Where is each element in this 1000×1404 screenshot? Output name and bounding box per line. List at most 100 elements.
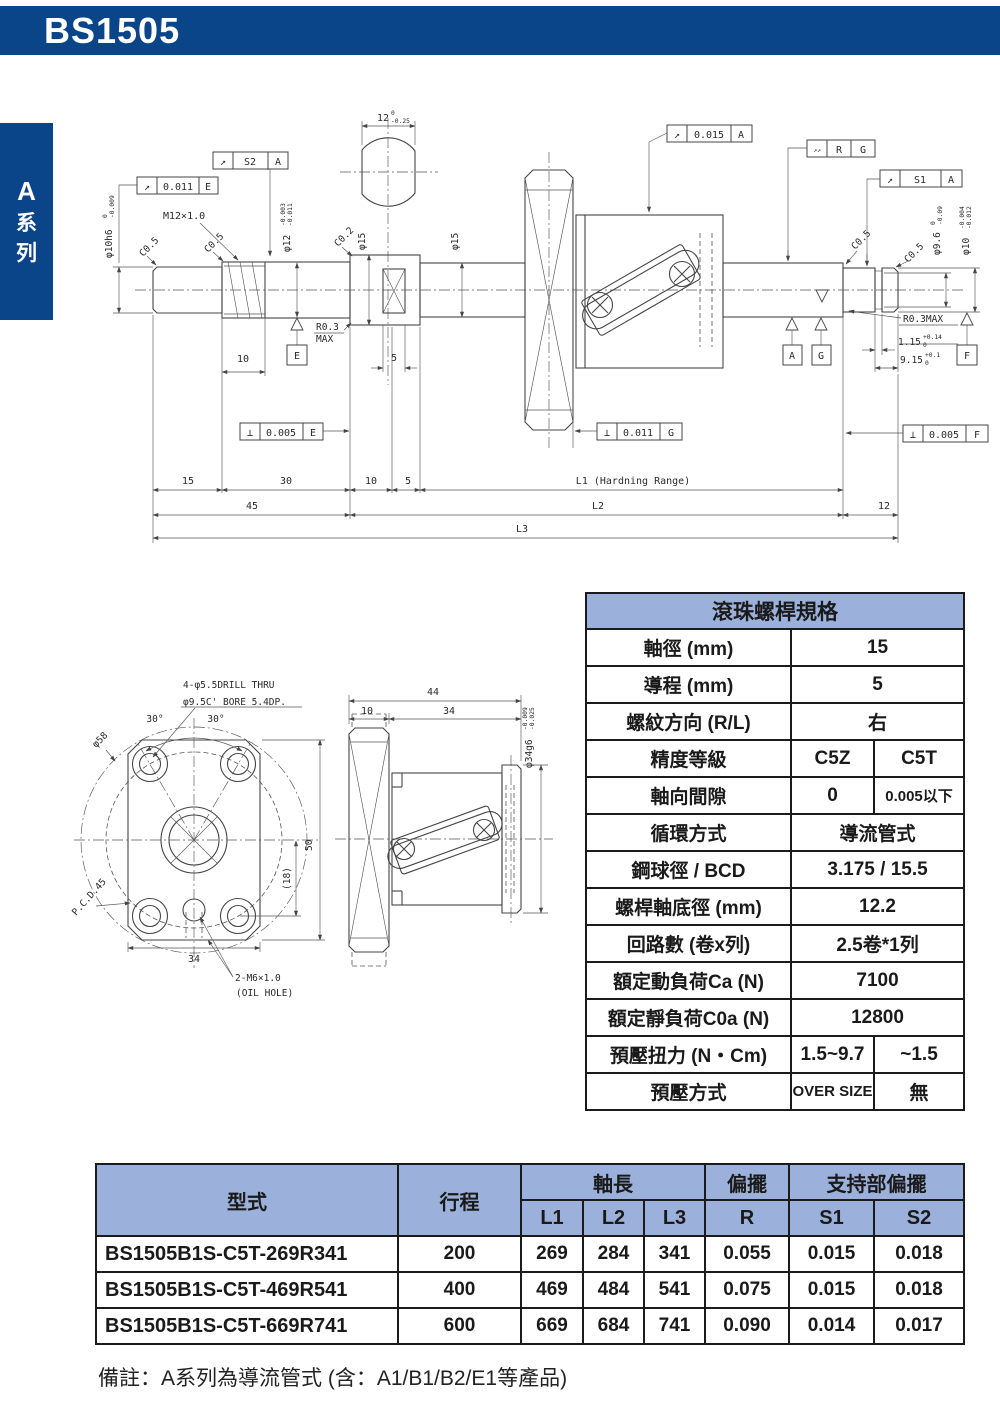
spec-value: 無 xyxy=(872,1072,966,1111)
dim-across-flats: 12 xyxy=(377,113,389,124)
model-number: BS1505B1S-C5T-269R341 xyxy=(95,1235,399,1273)
svg-text:A: A xyxy=(789,351,795,362)
svg-text:-0.009: -0.009 xyxy=(109,195,116,218)
svg-text:φ58: φ58 xyxy=(90,730,110,750)
svg-text:0: 0 xyxy=(102,214,109,218)
svg-text:φ15: φ15 xyxy=(357,233,368,250)
ballscrew-spec-table: 滾珠螺桿規格 軸徑 (mm)15 導程 (mm)5 螺紋方向 (R/L)右 精度… xyxy=(584,592,966,1111)
flange-annotations: 4-φ5.5DRILL THRU φ9.5C' BORE 5.4DP. 30° … xyxy=(70,680,325,999)
svg-text:9.15: 9.15 xyxy=(900,355,923,366)
svg-text:S1: S1 xyxy=(914,175,926,186)
svg-text:0: 0 xyxy=(930,221,937,225)
spec-label: 預壓扭力 (N・Cm) xyxy=(585,1035,792,1074)
col-subheader-l2: L2 xyxy=(582,1199,645,1237)
svg-text:+0.1: +0.1 xyxy=(925,352,940,359)
svg-text:E: E xyxy=(294,351,300,362)
oil-hole-label: (OIL HOLE) xyxy=(236,988,293,999)
svg-text:0: 0 xyxy=(923,342,927,349)
perpendicularity-icon: ⊥ xyxy=(247,428,253,439)
svg-text:45: 45 xyxy=(246,501,258,512)
header-bar: BS1505 xyxy=(0,6,1000,55)
svg-text:F: F xyxy=(964,351,970,362)
gdt-frame-e011: ↗ 0.011 E xyxy=(118,176,219,263)
svg-text:34: 34 xyxy=(188,954,200,965)
svg-text:15: 15 xyxy=(182,476,194,487)
svg-text:-0.004: -0.004 xyxy=(959,206,966,229)
svg-text:A: A xyxy=(948,175,954,186)
svg-text:+0.14: +0.14 xyxy=(923,334,942,341)
svg-text:5: 5 xyxy=(405,476,411,487)
svg-text:-0.09: -0.09 xyxy=(937,206,944,225)
flange-front-view: 4-φ5.5DRILL THRU φ9.5C' BORE 5.4DP. 30° … xyxy=(70,680,325,999)
svg-text:R0.3: R0.3 xyxy=(316,322,339,333)
col-header-model: 型式 xyxy=(95,1163,399,1237)
svg-text:A: A xyxy=(738,130,744,141)
svg-text:L3: L3 xyxy=(516,524,528,535)
svg-text:0.015: 0.015 xyxy=(694,130,724,141)
svg-text:E: E xyxy=(205,182,211,193)
dim-across-flats-tol-lower: -0.25 xyxy=(391,118,410,125)
spec-label: 預壓方式 xyxy=(585,1072,792,1111)
shaft-end-view: 12 0 -0.25 xyxy=(340,110,438,385)
model-number: BS1505B1S-C5T-469R541 xyxy=(95,1271,399,1309)
svg-text:10: 10 xyxy=(365,476,377,487)
spec-value: 5 xyxy=(789,665,966,704)
svg-text:1.15: 1.15 xyxy=(898,337,921,348)
col-header-support-runout: 支持部偏擺 xyxy=(788,1163,965,1201)
series-tab-char1: 系 xyxy=(16,212,37,235)
fillet-labels: R0.3 MAX R0.3MAX xyxy=(314,309,958,345)
nut-side-view: 44 10 34 φ34g6 -0.009 -0.025 xyxy=(335,687,553,967)
svg-text:44: 44 xyxy=(427,687,439,698)
datum-boxes: E A G F xyxy=(286,325,978,366)
spec-label: 精度等級 xyxy=(585,739,792,778)
side-view-dims: 44 10 34 φ34g6 -0.009 -0.025 xyxy=(348,687,548,914)
svg-text:φ15: φ15 xyxy=(450,233,461,250)
svg-text:0.005: 0.005 xyxy=(266,428,296,439)
spec-label: 螺紋方向 (R/L) xyxy=(585,702,792,741)
runout-icon: ↗ xyxy=(674,130,680,141)
spec-label: 軸向間隙 xyxy=(585,776,792,815)
spec-value: OVER SIZE xyxy=(790,1072,875,1111)
spec-value: 15 xyxy=(789,628,966,667)
spec-value: 導流管式 xyxy=(789,813,966,852)
svg-text:C0.5: C0.5 xyxy=(137,235,161,259)
ball-return-tube xyxy=(581,244,701,336)
spec-value: C5T xyxy=(872,739,966,778)
svg-text:0.005: 0.005 xyxy=(929,430,959,441)
spec-value: 12.2 xyxy=(789,887,966,926)
svg-text:-0.009: -0.009 xyxy=(522,707,529,730)
dimension-rows: 15 30 10 5 L1 (Hardning Range) 45 L2 12 … xyxy=(152,314,899,543)
col-header-stroke: 行程 xyxy=(397,1163,522,1237)
main-shaft-drawing: 12 0 -0.25 xyxy=(102,110,989,543)
svg-text:34: 34 xyxy=(443,706,455,717)
svg-text:G: G xyxy=(818,351,824,362)
spec-table-title: 滾珠螺桿規格 xyxy=(584,592,966,630)
footer-note: 備註：A系列為導流管式 (含：A1/B1/B2/E1等產品) xyxy=(98,1367,568,1390)
dim-across-flats-tol-upper: 0 xyxy=(391,110,395,117)
table-row: BS1505B1S-C5T-469R541 400 469 484 541 0.… xyxy=(95,1271,965,1309)
svg-text:30°: 30° xyxy=(207,714,224,725)
table-row: BS1505B1S-C5T-269R341 200 269 284 341 0.… xyxy=(95,1235,965,1273)
spec-label: 鋼球徑 / BCD xyxy=(585,850,792,889)
svg-text:30°: 30° xyxy=(146,714,163,725)
col-subheader-s1: S1 xyxy=(788,1199,875,1237)
svg-text:φ10: φ10 xyxy=(961,238,972,255)
groove-dims: 1.15 +0.14 0 9.15 +0.1 0 xyxy=(862,314,958,372)
spec-value: 7100 xyxy=(789,961,966,1000)
svg-text:12: 12 xyxy=(878,501,890,512)
oil-hole-thread: 2-M6×1.0 xyxy=(235,973,281,984)
spec-value: ~1.5 xyxy=(872,1035,966,1074)
spec-label: 軸徑 (mm) xyxy=(585,628,792,667)
col-subheader-s2: S2 xyxy=(873,1199,965,1237)
spec-label: 循環方式 xyxy=(585,813,792,852)
svg-text:G: G xyxy=(668,428,674,439)
svg-text:φ10h6: φ10h6 xyxy=(104,229,115,258)
small-dims: 10 5 xyxy=(221,318,417,376)
surface-finish-marks xyxy=(290,289,974,331)
col-subheader-r: R xyxy=(704,1199,790,1237)
svg-text:-0.011: -0.011 xyxy=(287,203,294,226)
runout-icon: ↗ xyxy=(144,182,150,193)
spec-value: 2.5卷*1列 xyxy=(789,924,966,963)
svg-text:φ12: φ12 xyxy=(282,235,293,252)
